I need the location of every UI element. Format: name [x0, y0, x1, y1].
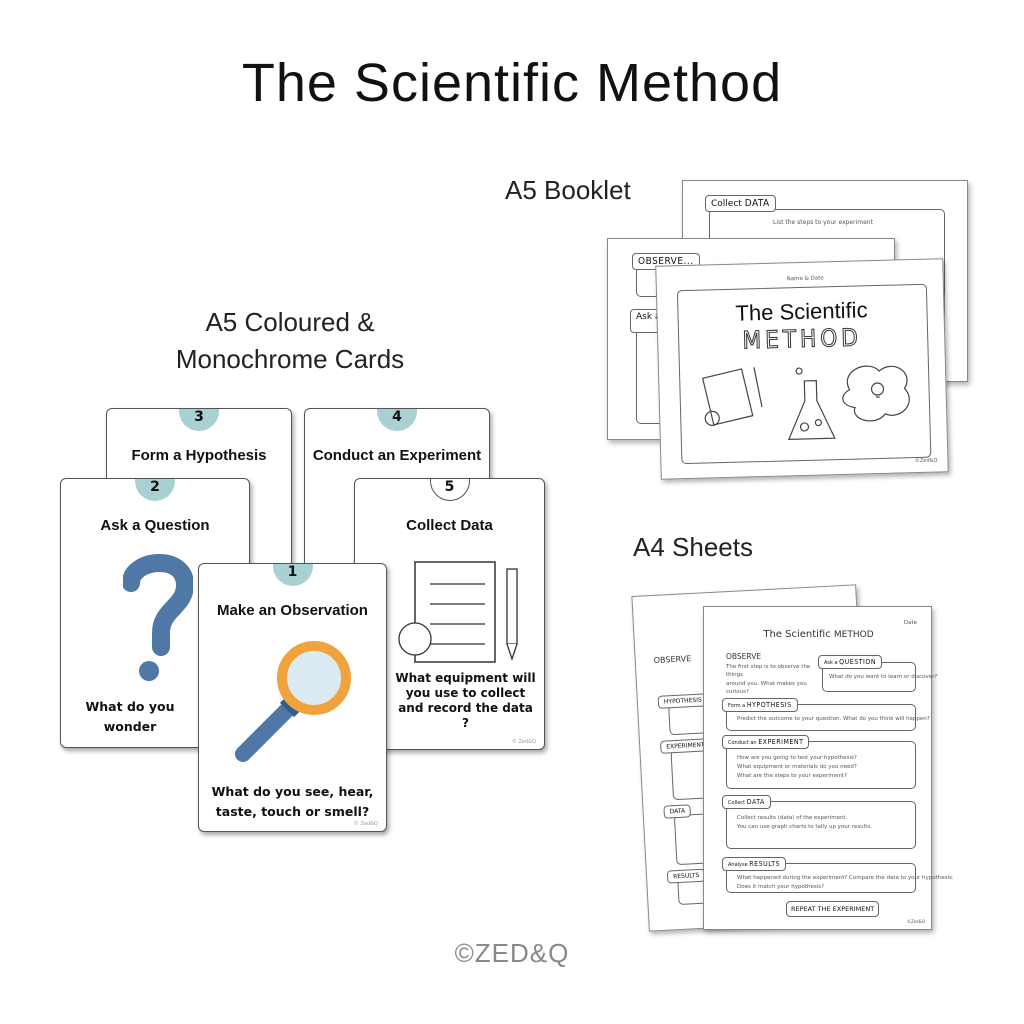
- repeat-experiment-tag: REPEAT THE EXPERIMENT: [786, 901, 880, 917]
- sheet-section-text: What happened during the experiment? Com…: [737, 875, 954, 881]
- card-make-observation: 1 Make an Observation What do you see, h…: [198, 563, 387, 832]
- card-copyright: © Zed&Q: [511, 739, 536, 745]
- sheet-tag: Conduct an EXPERIMENT: [722, 735, 810, 749]
- sheet-tag: Collect DATA: [722, 795, 771, 809]
- sheet-section-text: What equipment or materials do you need?: [737, 764, 857, 770]
- card-number: 2: [135, 479, 175, 501]
- sheet-tag: Form a HYPOTHESIS: [722, 698, 798, 712]
- sheet-section-text: Predict the outcome to your question. Wh…: [737, 716, 930, 722]
- sheet-section-text: What are the steps to your experiment?: [737, 773, 848, 779]
- sheet-copyright: ©Zed&Q: [906, 919, 925, 924]
- magnifying-glass-icon: [235, 641, 351, 762]
- booklet-cover: Name & Date The Scientific METHOD ©Zed&Q: [655, 258, 949, 480]
- page-title: The Scientific Method: [241, 53, 783, 113]
- sheet-tag: RESULTS: [666, 868, 706, 884]
- card-title: Form a Hypothesis: [131, 447, 267, 464]
- card-question: What equipment will you use to collect a…: [395, 671, 536, 730]
- science-doodles-icon: [701, 365, 910, 440]
- sheet-tag: DATA: [663, 804, 692, 819]
- booklet-text: List the steps to your experiment: [773, 219, 873, 226]
- card-copyright: © Zed&Q: [353, 821, 378, 827]
- card-title: Ask a Question: [100, 517, 210, 534]
- name-date: Name & Date: [786, 275, 824, 283]
- sheet-section-text: Does it match your hypothesis?: [737, 884, 825, 890]
- question-mark-icon: [123, 554, 193, 681]
- booklet-tag: Collect DATA: [705, 195, 776, 212]
- sheet-tag: Ask a QUESTION: [818, 655, 883, 669]
- sheet-front: Date The Scientific METHOD OBSERVE The f…: [703, 606, 954, 930]
- sheet-section-text: How are you going to test your hypothesi…: [737, 755, 857, 761]
- card-title: Conduct an Experiment: [312, 447, 482, 464]
- sheet-tag: HYPOTHESIS: [657, 693, 709, 709]
- card-number: 3: [179, 409, 219, 431]
- sheet-observe: OBSERVE: [653, 654, 692, 666]
- sheet-observe-text: around you. What makes you curious?: [726, 681, 807, 695]
- card-title: Make an Observation: [217, 602, 368, 619]
- sheet-tag: Analyse RESULTS: [722, 857, 787, 871]
- sheets-label: A4 Sheets: [633, 532, 753, 562]
- sheet-date: Date: [903, 620, 917, 626]
- card-title: Collect Data: [406, 517, 493, 534]
- notebook-pencil-icon: [398, 561, 518, 663]
- cards-label-line1: A5 Coloured &: [205, 307, 375, 337]
- card-question: What do you wonder: [85, 699, 175, 734]
- booklet-label: A5 Booklet: [505, 175, 631, 205]
- sheet-section-text: Collect results (data) of the experiment…: [737, 815, 848, 821]
- cards-label-line2: Monochrome Cards: [175, 344, 405, 374]
- booklet-copyright: ©Zed&Q: [914, 457, 938, 465]
- sheet-section-text: What do you want to learn or discover?: [829, 674, 938, 680]
- card-number: 5: [429, 479, 470, 501]
- sheet-section-text: You can use graph charts to tally up you…: [737, 824, 872, 830]
- sheet-observe-text: The first step is to observe the things: [726, 664, 811, 678]
- card-question: What do you see, hear, taste, touch or s…: [211, 784, 374, 819]
- card-number: 4: [377, 409, 417, 431]
- sheet-title: The Scientific METHOD: [763, 629, 874, 640]
- footer-copyright: ©ZED&Q: [454, 938, 570, 968]
- sheet-observe: OBSERVE: [726, 652, 762, 661]
- card-number: 1: [272, 564, 313, 586]
